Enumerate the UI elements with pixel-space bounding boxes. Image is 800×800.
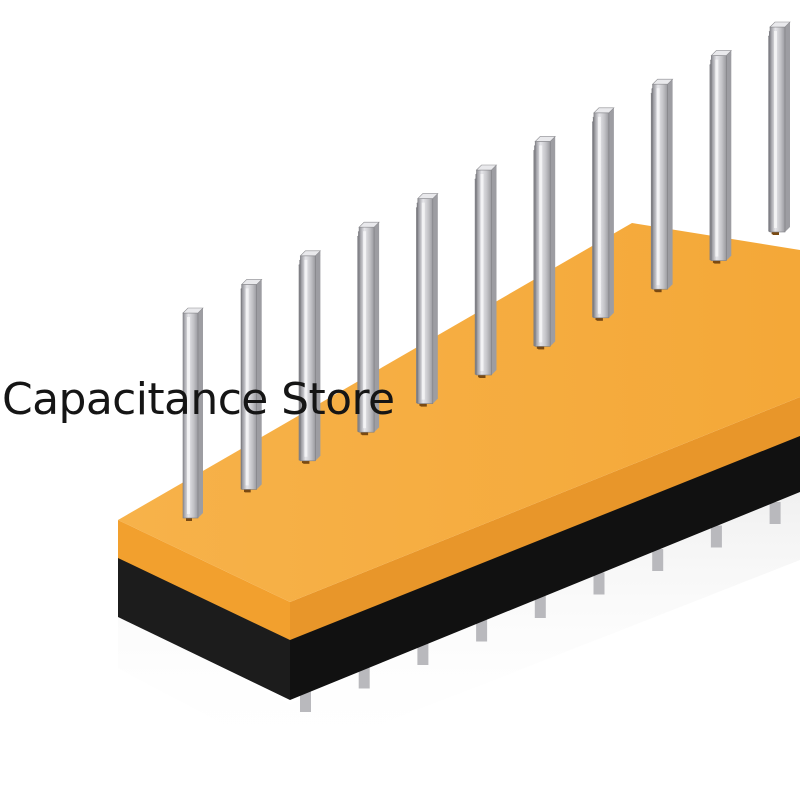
- header-pin: [475, 164, 498, 376]
- insulator-orange-side: [290, 397, 800, 640]
- lower-pin-stub: [358, 666, 370, 689]
- insulator-black-side: [290, 420, 800, 700]
- header-pin: [593, 107, 615, 319]
- lower-pin-stub: [300, 690, 311, 712]
- lower-pin-stub: [417, 643, 429, 665]
- lower-pin-stub: [476, 619, 488, 642]
- insulator-orange-top: [118, 223, 800, 602]
- lower-pin-stub: [593, 572, 605, 595]
- header-pin: [417, 193, 439, 404]
- header-pin: [240, 279, 263, 490]
- header-pin: [534, 136, 556, 347]
- header-pin: [769, 21, 791, 233]
- header-pin: [182, 307, 204, 519]
- store-watermark: Capacitance Store: [2, 374, 395, 425]
- header-pin: [710, 50, 733, 261]
- insulator-orange-front: [118, 520, 290, 640]
- lower-pin-stub: [710, 525, 722, 548]
- lower-pin-stub: [652, 549, 664, 571]
- lower-pin-stub: [769, 502, 781, 524]
- lower-pin-stub: [534, 596, 546, 618]
- pin-array: [182, 21, 791, 519]
- lower-pin-stubs: [300, 502, 781, 712]
- header-pin: [299, 250, 322, 462]
- header-pin: [651, 78, 674, 290]
- insulator-black-front: [118, 545, 290, 700]
- header-pin: [358, 221, 380, 433]
- insulator-block: [118, 223, 800, 700]
